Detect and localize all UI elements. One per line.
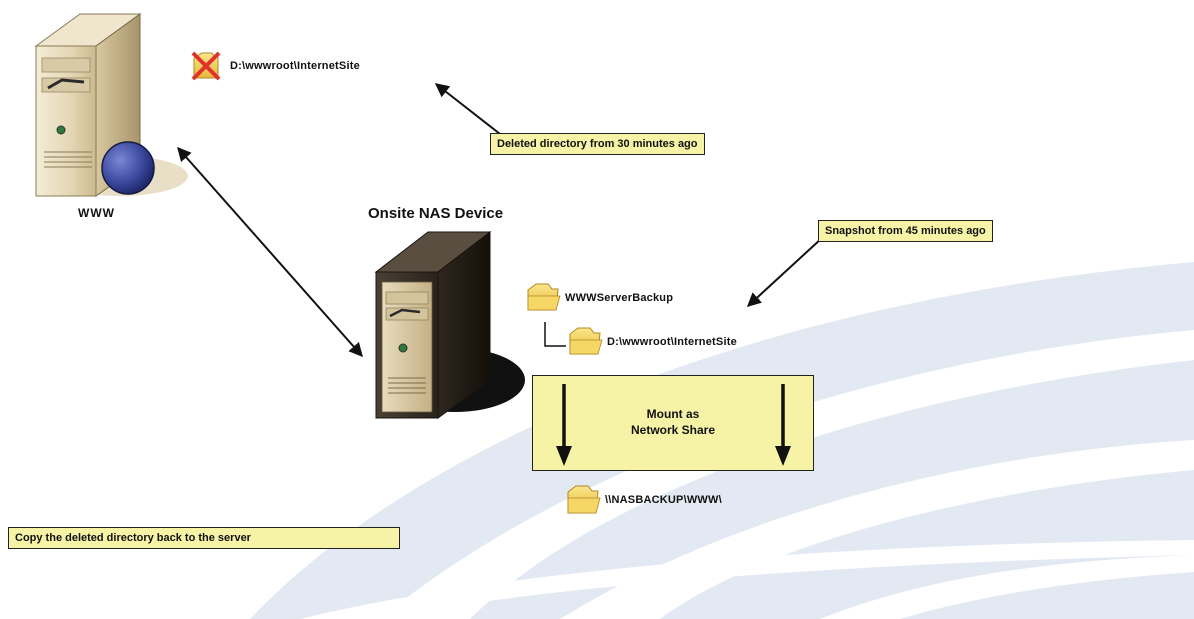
nas-device-label: Onsite NAS Device <box>368 205 504 222</box>
copy-back-callout: Copy the deleted directory back to the s… <box>8 527 400 549</box>
www-server-label: WWW <box>78 206 115 220</box>
deleted-callout-arrow <box>434 83 501 135</box>
mount-line-2: Network Share <box>630 423 716 437</box>
network-share-label: \\NASBACKUP\WWW\ <box>605 494 722 506</box>
mount-arrows <box>556 384 791 466</box>
backup-folder-icon <box>527 283 561 311</box>
nas-server-icon <box>374 230 525 419</box>
tree-connector <box>544 322 566 347</box>
backup-folder-label: WWWServerBackup <box>565 292 674 304</box>
mount-network-share-box: Mount as Network Share <box>532 375 814 471</box>
share-folder-icon <box>567 485 601 514</box>
snapshot-callout-arrow <box>746 237 823 307</box>
deleted-callout: Deleted directory from 30 minutes ago <box>490 133 705 155</box>
down-arrow-right-icon <box>775 384 791 466</box>
mount-line-1: Mount as <box>646 407 700 421</box>
snapshot-folder-icon <box>569 327 603 355</box>
www-nas-double-arrow <box>177 146 363 358</box>
globe-icon <box>101 141 155 195</box>
www-server-icon <box>34 13 188 197</box>
deleted-folder-icon <box>191 51 221 81</box>
deleted-path-label: D:\wwwroot\InternetSite <box>230 60 360 72</box>
snapshot-path-label: D:\wwwroot\InternetSite <box>607 336 737 348</box>
snapshot-callout: Snapshot from 45 minutes ago <box>818 220 993 242</box>
down-arrow-left-icon <box>556 384 572 466</box>
mount-text: Mount as Network Share <box>533 406 813 438</box>
